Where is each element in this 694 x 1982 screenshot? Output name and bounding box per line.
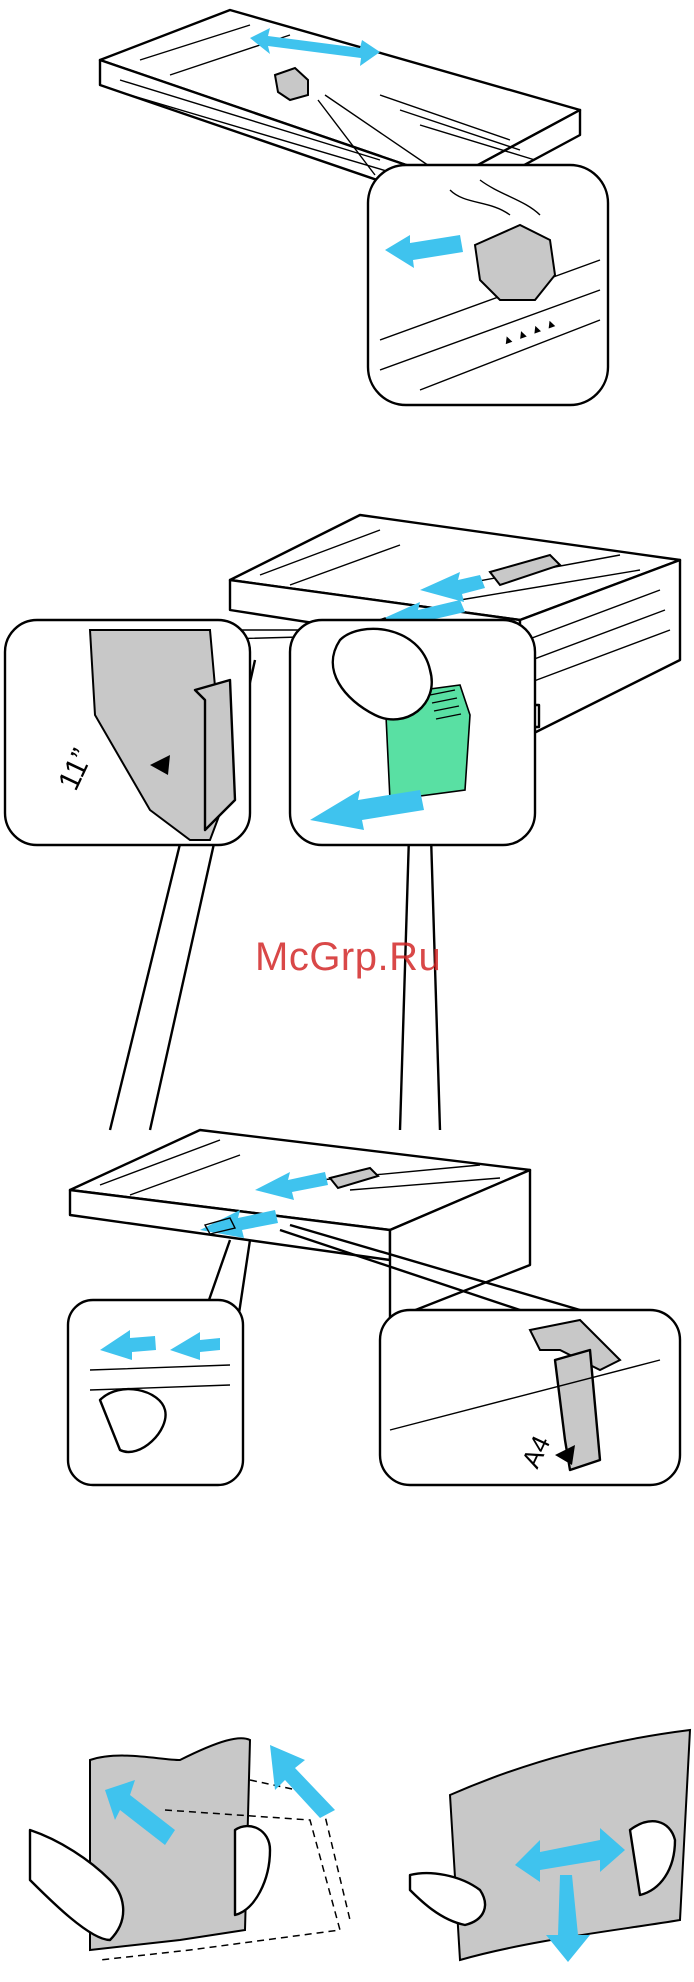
paper-tray-slide-guide-icon: ▲ ▲ ▲ ▲ [80,0,620,420]
paper-tray-a4-guide-icon: A4 [60,1110,690,1500]
fan-paper-stack-icon [10,1700,680,1970]
tray-a4-guide-illustration: A4 [60,1110,690,1500]
tray-slide-guide-illustration: ▲ ▲ ▲ ▲ [80,0,620,420]
fan-paper-illustration [10,1700,680,1970]
watermark-text: McGrp.Ru [255,935,441,980]
